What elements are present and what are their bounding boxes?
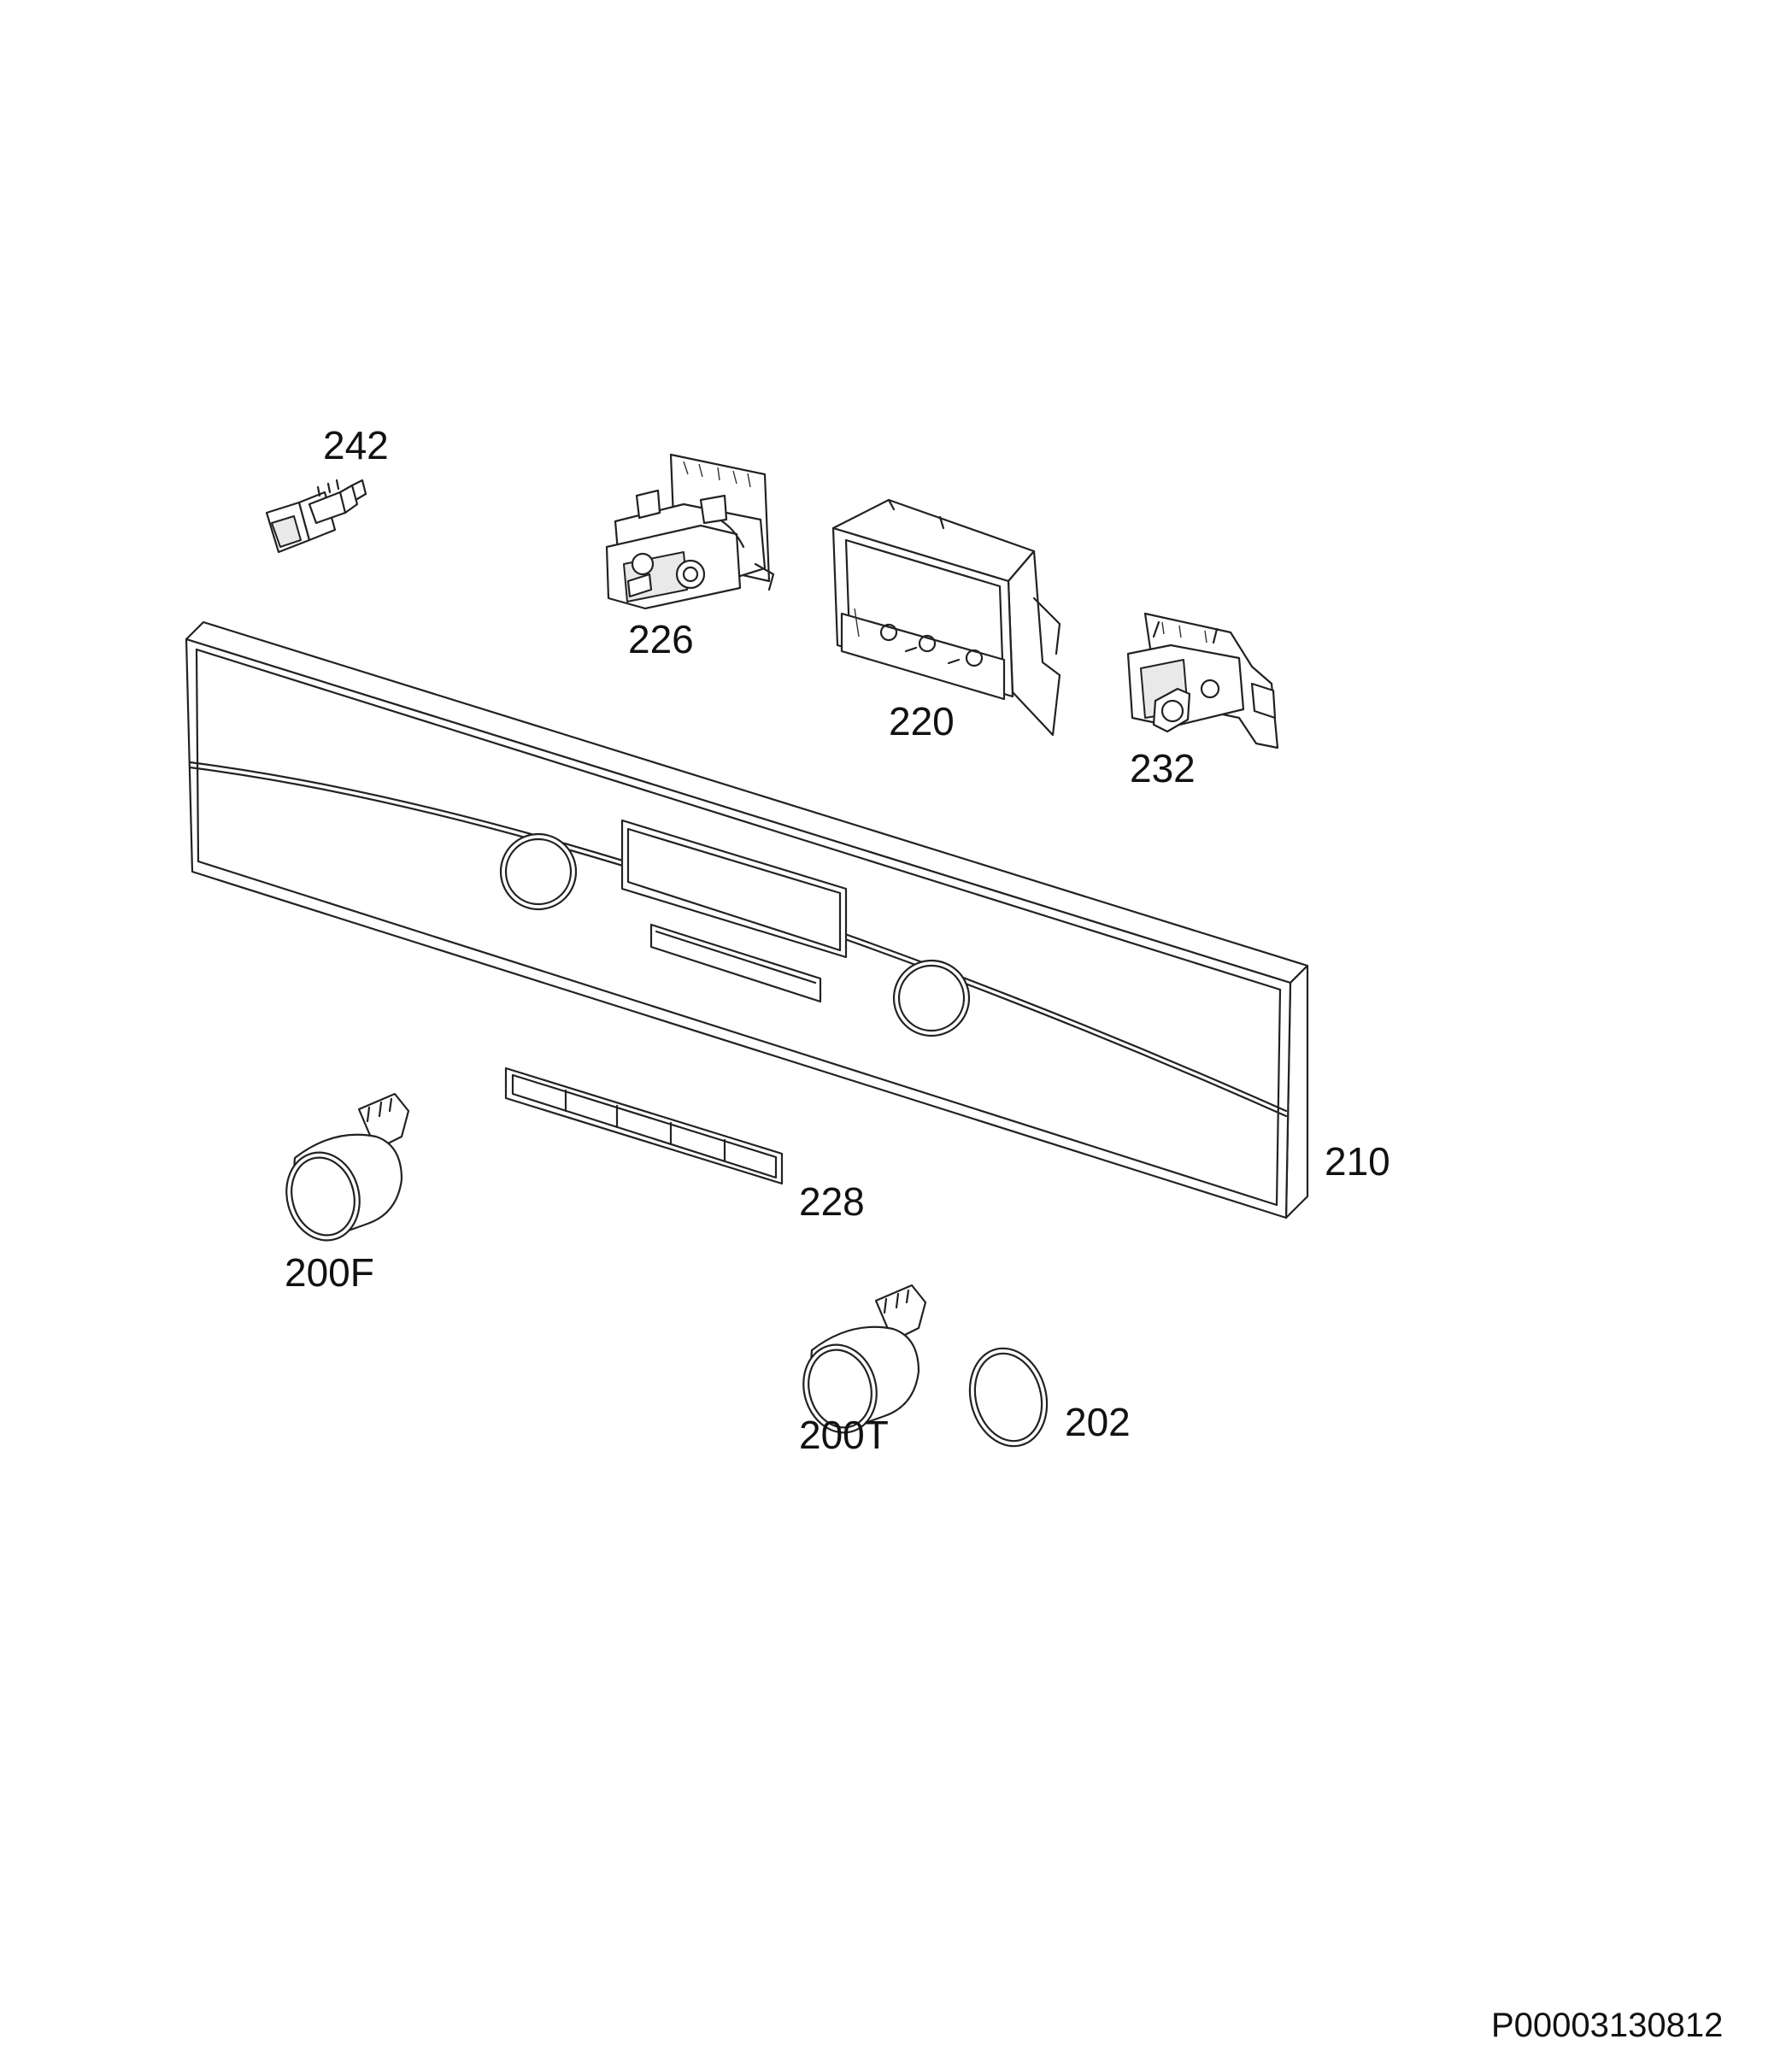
label-228: 228 xyxy=(799,1179,865,1224)
part-220-display-module[interactable] xyxy=(831,498,1061,737)
part-210-control-panel[interactable] xyxy=(185,620,1309,1219)
part-242-switch[interactable] xyxy=(265,479,367,554)
part-232-rotary-switch[interactable] xyxy=(1126,612,1279,749)
label-210: 210 xyxy=(1325,1139,1390,1184)
label-200F: 200F xyxy=(285,1250,374,1295)
label-242: 242 xyxy=(323,423,389,467)
label-226: 226 xyxy=(628,617,694,661)
part-226-rotary-switch[interactable] xyxy=(605,453,775,610)
part-200T-knob[interactable] xyxy=(794,1284,927,1441)
label-200T: 200T xyxy=(799,1413,889,1457)
drawing-code: P00003130812 xyxy=(1491,2007,1723,2044)
part-228-button-strip[interactable] xyxy=(504,1067,784,1185)
label-202: 202 xyxy=(1065,1400,1131,1444)
part-200F-knob[interactable] xyxy=(277,1092,410,1249)
part-202-ring[interactable] xyxy=(959,1340,1057,1455)
label-220: 220 xyxy=(889,699,955,743)
label-232: 232 xyxy=(1130,746,1196,790)
